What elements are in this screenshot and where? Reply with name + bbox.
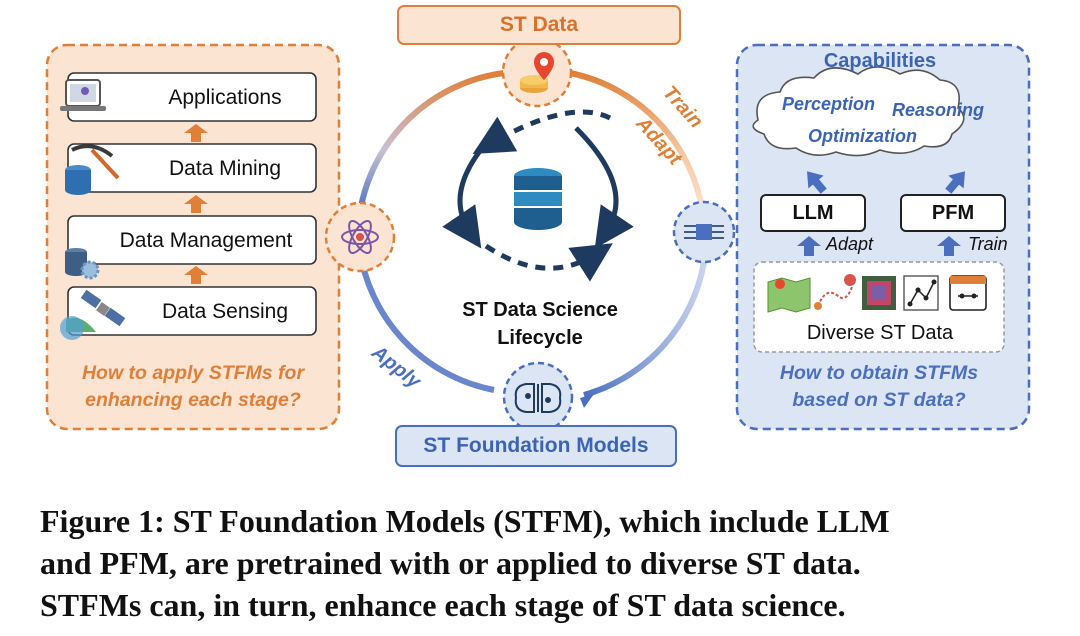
- stage-box-data-sensing: [67, 286, 317, 336]
- map-icon: [767, 277, 811, 313]
- right-question-line-2: based on ST data?: [792, 389, 966, 411]
- capability-optimization: Optimization: [808, 126, 917, 146]
- cycle-arc-bottom: [583, 261, 707, 398]
- stage-data-mining: Data Mining: [168, 157, 282, 180]
- stage-box-data-management: [67, 215, 317, 265]
- adapt-edge-label: Adapt: [826, 234, 874, 254]
- capabilities-cloud: [752, 66, 965, 157]
- pfm-box: PFM: [900, 194, 1006, 232]
- stage-data-management: Data Management: [119, 229, 293, 252]
- arc-arrowhead-bottom: [580, 394, 594, 408]
- left-question: How to apply STFMs for enhancing each st…: [58, 360, 328, 414]
- left-question-line-1: How to apply STFMs for: [81, 362, 305, 384]
- cloud-arrows: [797, 171, 965, 256]
- grid-cube-icon: [862, 276, 896, 310]
- center-label: ST Data Science Lifecycle: [430, 296, 650, 352]
- center-label-line-2: Lifecycle: [497, 327, 583, 349]
- right-question: How to obtain STFMs based on ST data?: [740, 360, 1018, 414]
- graph-icon: [903, 275, 939, 311]
- caption-line-2: and PFM, are pretrained with or applied …: [40, 545, 861, 581]
- center-label-line-1: ST Data Science: [462, 299, 618, 321]
- database-icon: [514, 168, 562, 230]
- brain-circuit-icon: [514, 383, 562, 413]
- cycle-arc-apply: [359, 261, 495, 393]
- laptop-map-icon: [60, 79, 106, 111]
- caption-line-1: Figure 1: ST Foundation Models (STFM), w…: [40, 503, 890, 539]
- capabilities-title: Capabilities: [823, 50, 937, 72]
- right-question-line-1: How to obtain STFMs: [779, 362, 979, 384]
- stage-data-sensing: Data Sensing: [161, 300, 289, 323]
- node-st-data: [501, 36, 573, 108]
- capability-reasoning: Reasoning: [892, 100, 985, 120]
- cycle-arc-train: [569, 70, 707, 226]
- database-gear-icon: [65, 248, 100, 280]
- llm-box: LLM: [760, 194, 866, 232]
- stage-arrows: [184, 124, 208, 284]
- lifecycle-diagram: ST Data ST Foundation Models Application…: [45, 5, 1031, 467]
- left-question-line-2: enhancing each stage?: [85, 389, 301, 411]
- capability-perception: Perception: [782, 94, 876, 114]
- stage-applications: Applications: [168, 86, 282, 109]
- route-icon: [814, 274, 856, 310]
- circuit-chip-icon: [684, 224, 724, 240]
- diverse-data-label: Diverse ST Data: [806, 322, 954, 344]
- st-data-title: ST Data: [499, 13, 579, 36]
- train-edge-label: Train: [968, 234, 1008, 254]
- cycle-arc-left: [357, 70, 505, 213]
- st-data-box: [397, 5, 681, 45]
- satellite-icon: [60, 289, 126, 340]
- lifecycle-swirl: [442, 109, 634, 282]
- st-foundation-models-title: ST Foundation Models: [423, 434, 649, 457]
- diagram-canvas: [45, 5, 1031, 467]
- atom-gear-icon: [341, 220, 379, 254]
- location-coins-icon: [520, 52, 554, 93]
- st-foundation-models-box: [395, 425, 677, 467]
- caption-line-3: STFMs can, in turn, enhance each stage o…: [40, 587, 846, 623]
- calendar-icon: [949, 275, 987, 311]
- pickaxe-database-icon: [65, 144, 120, 195]
- figure-caption: Figure 1: ST Foundation Models (STFM), w…: [40, 500, 1050, 626]
